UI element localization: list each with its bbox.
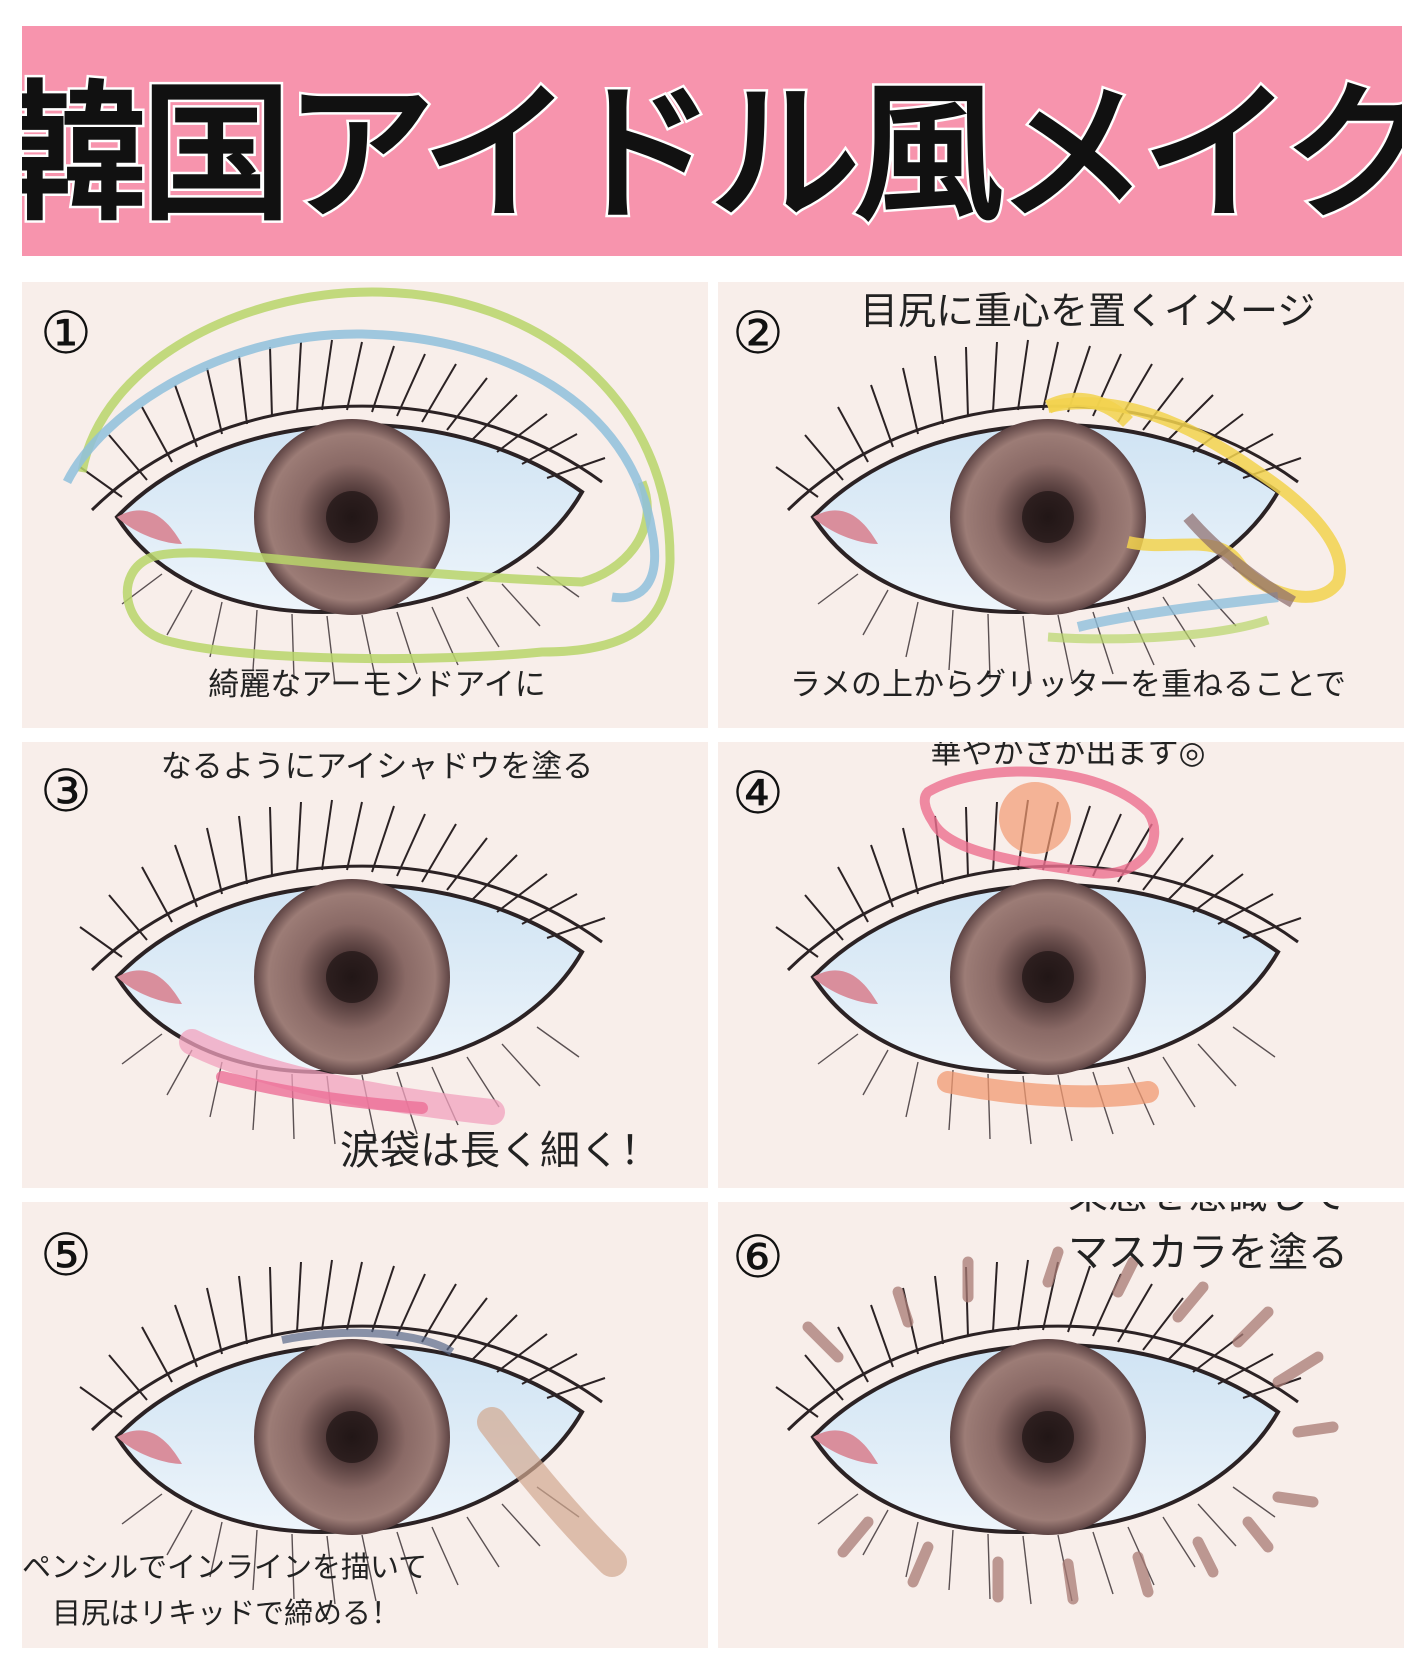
step-1-panel: ① 綺麗なアーモンドアイに xyxy=(22,282,708,728)
step-3-caption: 涙袋は長く細く！ xyxy=(340,1128,660,1174)
step-2-eye-illustration xyxy=(774,338,1346,686)
step-2-caption: ラメの上からグリッターを重ねることで xyxy=(758,662,1378,708)
title-banner: 韓国アイドル風メイク xyxy=(22,26,1402,256)
step-number: ① xyxy=(40,299,92,367)
step-number: ② xyxy=(732,299,784,367)
step-1-caption: 綺麗なアーモンドアイに xyxy=(142,662,612,708)
caption-line: ラメの上からグリッターを重ねることで xyxy=(789,667,1347,703)
step-1-eye-illustration xyxy=(62,287,675,686)
step-5-caption: ペンシルでインラインを描いて 目尻はリキッドで締める！ xyxy=(22,1544,542,1636)
step-6-caption: 束感を意識して マスカラを塗る xyxy=(1068,1202,1348,1282)
caption-line: ペンシルでインラインを描いて xyxy=(22,1550,428,1584)
step-2-top-note: 目尻に重心を置くイメージ xyxy=(860,289,1316,333)
step-3-panel: ③ なるようにアイシャドウを塗る 涙袋は長く細く！ xyxy=(22,742,708,1188)
step-number: ⑥ xyxy=(732,1223,784,1291)
step-5-panel: ⑤ ペンシルでインラインを描いて 目尻はリキッドで締める！ xyxy=(22,1202,708,1648)
page-title: 韓国アイドル風メイク xyxy=(22,65,1402,244)
caption-line: 目尻はリキッドで締める！ xyxy=(52,1596,401,1630)
step-3-eye-illustration xyxy=(78,798,607,1146)
caption-line: 華やかさが出ます◎ xyxy=(930,742,1206,771)
caption-line: なるようにアイシャドウを塗る xyxy=(160,749,594,785)
step-6-panel: ⑥ 束感を意識して マスカラを塗る xyxy=(718,1202,1404,1648)
caption-line: 束感を意識して xyxy=(1068,1202,1348,1224)
step-4-panel: ④ 華やかさが出ます◎ xyxy=(718,742,1404,1188)
step-5-eye-illustration xyxy=(78,1258,627,1606)
caption-line: 綺麗なアーモンドアイに xyxy=(208,667,546,703)
step-number: ③ xyxy=(40,757,92,825)
step-6-eye-illustration xyxy=(774,1246,1339,1606)
step-2-caption-continued: 華やかさが出ます◎ xyxy=(758,742,1378,776)
step-number: ⑤ xyxy=(40,1221,92,1289)
step-number: ④ xyxy=(732,759,784,827)
step-4-eye-illustration xyxy=(774,766,1303,1146)
step-1-caption-continued: なるようにアイシャドウを塗る xyxy=(142,744,612,790)
caption-line: マスカラを塗る xyxy=(1068,1230,1348,1276)
step-2-panel: ② 目尻に重心を置くイメージ ラメの上からグリッターを重ねることで xyxy=(718,282,1404,728)
